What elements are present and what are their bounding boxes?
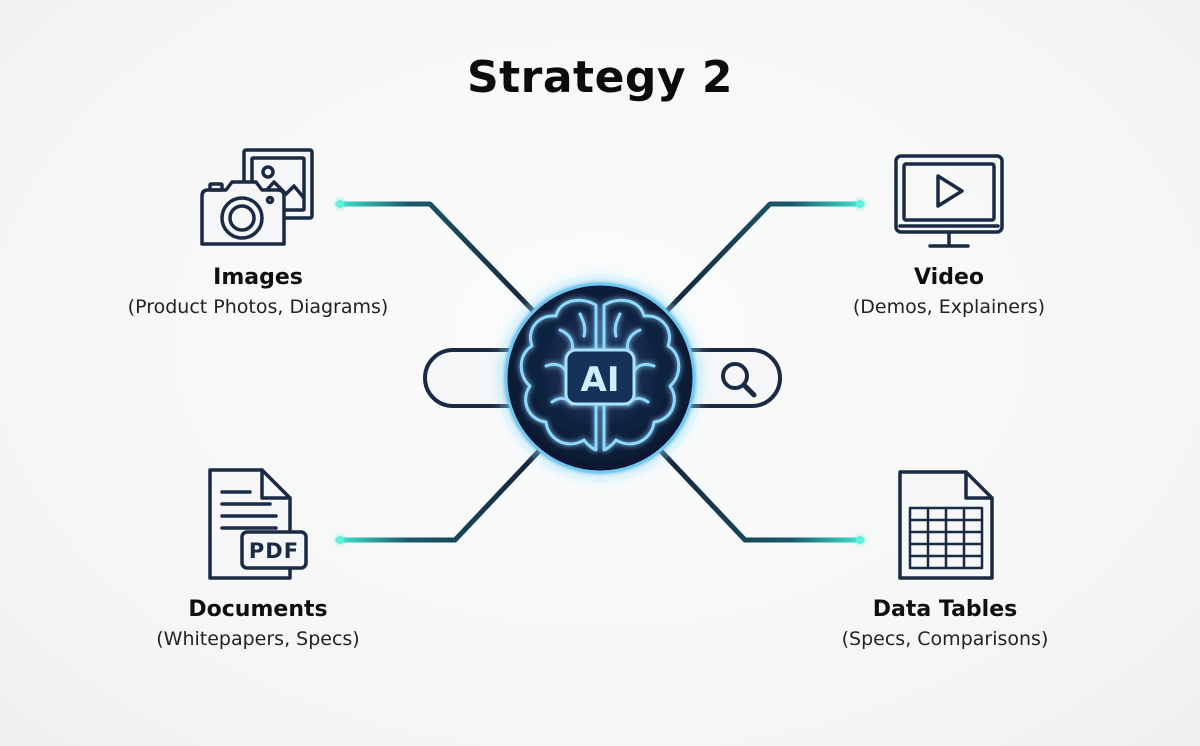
pdf-document-icon bbox=[208, 468, 308, 580]
node-subtitle: (Demos, Explainers) bbox=[852, 296, 1046, 318]
node-title: Images bbox=[213, 265, 303, 290]
node-data-tables: Data Tables (Specs, Comparisons) bbox=[765, 596, 1125, 652]
hub-label: AI bbox=[581, 360, 620, 400]
connector-data-tables bbox=[657, 447, 865, 544]
connector-images bbox=[335, 200, 543, 321]
pdf-badge-label: PDF bbox=[249, 539, 299, 563]
camera-photo-icon bbox=[200, 148, 314, 246]
node-title: Data Tables bbox=[872, 597, 1018, 622]
ai-hub: AI bbox=[496, 274, 704, 482]
node-images: Images (Product Photos, Diagrams) bbox=[78, 264, 438, 320]
page-title: Strategy 2 bbox=[466, 52, 734, 103]
node-video: Video (Demos, Explainers) bbox=[769, 264, 1129, 320]
connector-documents bbox=[335, 447, 543, 544]
node-subtitle: (Whitepapers, Specs) bbox=[156, 628, 360, 650]
node-subtitle: (Specs, Comparisons) bbox=[841, 628, 1049, 650]
node-title: Video bbox=[914, 265, 984, 290]
node-documents: Documents (Whitepapers, Specs) bbox=[78, 596, 438, 652]
spreadsheet-icon bbox=[898, 470, 994, 580]
magnifier-icon bbox=[721, 362, 757, 398]
connector-video bbox=[657, 200, 865, 321]
node-subtitle: (Product Photos, Diagrams) bbox=[127, 296, 389, 318]
node-title: Documents bbox=[188, 597, 328, 622]
monitor-play-icon bbox=[894, 154, 1004, 248]
